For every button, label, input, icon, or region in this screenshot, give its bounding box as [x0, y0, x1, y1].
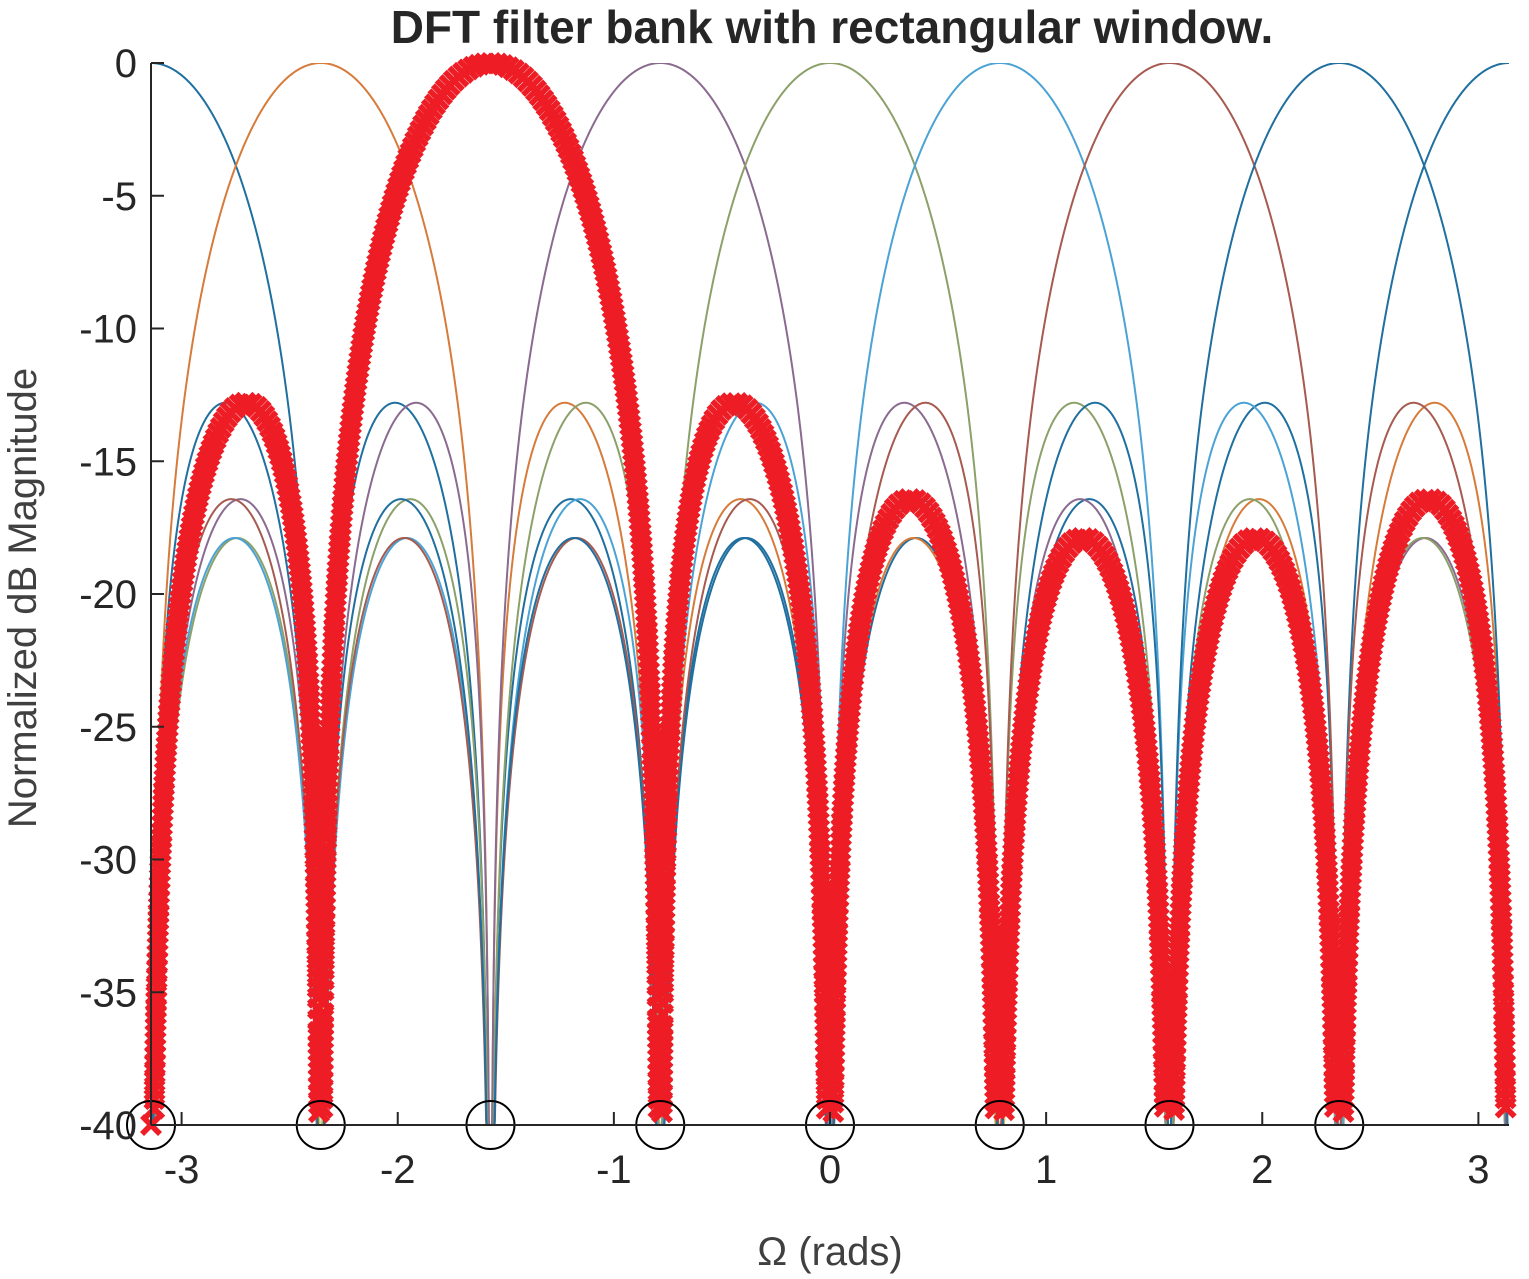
highlight-marker	[234, 391, 257, 414]
filter-curve-6	[151, 63, 1509, 1125]
y-tick-label: 0	[115, 42, 137, 86]
filter-curve-2	[151, 63, 1509, 1125]
filter-curve-7	[151, 63, 1509, 1125]
x-axis-label: Ω (rads)	[757, 1230, 902, 1274]
y-tick-label: -5	[101, 175, 137, 219]
y-tick-label: -25	[79, 706, 137, 750]
filter-curve-8	[151, 63, 1509, 1125]
x-tick-label: -1	[596, 1148, 632, 1192]
highlight-marker	[1494, 1096, 1517, 1119]
x-tick-label: 3	[1467, 1148, 1489, 1192]
highlight-marker	[898, 488, 921, 511]
chart-title: DFT filter bank with rectangular window.	[391, 1, 1274, 53]
x-tick-label: -3	[164, 1148, 200, 1192]
highlight-marker	[651, 1020, 674, 1043]
x-tick-label: 1	[1035, 1148, 1057, 1192]
y-tick-label: -10	[79, 308, 137, 352]
highlighted-channel-markers	[140, 52, 1517, 1136]
filter-curve-1	[151, 63, 1509, 1125]
x-tick-label: 0	[819, 1148, 841, 1192]
x-tick-label: -2	[380, 1148, 416, 1192]
y-tick-label: -30	[79, 839, 137, 883]
y-tick-label: -15	[79, 440, 137, 484]
highlight-marker	[1071, 527, 1094, 550]
y-axis-label: Normalized dB Magnitude	[1, 368, 45, 828]
y-tick-label: -20	[79, 573, 137, 617]
highlight-marker	[312, 1008, 335, 1031]
y-tick-label: -35	[79, 971, 137, 1015]
x-tick-label: 2	[1251, 1148, 1273, 1192]
y-tick-label: -40	[79, 1104, 137, 1148]
